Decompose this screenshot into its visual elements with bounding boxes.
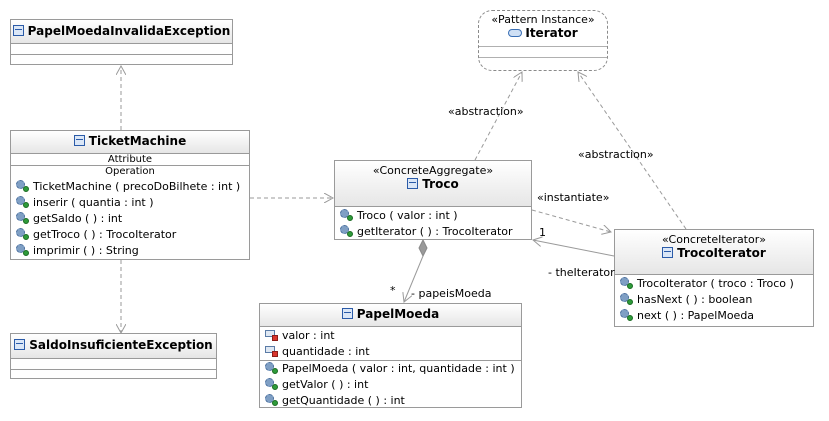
operation[interactable]: getValor ( ) : int (260, 377, 521, 393)
operation[interactable]: PapelMoeda ( valor : int, quantidade : i… (260, 361, 521, 377)
stereotype-label: «Pattern Instance» (491, 13, 595, 26)
stereotype-label: «ConcreteIterator» (662, 233, 766, 246)
class-ticket-machine[interactable]: TicketMachine Attribute Operation Ticket… (10, 130, 250, 260)
class-name: TicketMachine (88, 134, 187, 148)
public-operation-icon (340, 209, 353, 221)
operation[interactable]: getSaldo ( ) : int (11, 211, 249, 227)
operation[interactable]: Troco ( valor : int ) (335, 208, 531, 224)
public-operation-icon (16, 196, 29, 208)
attribute[interactable]: valor : int (260, 328, 521, 344)
class-icon (73, 135, 85, 146)
class-name: Troco (422, 177, 459, 191)
class-icon (341, 308, 353, 319)
operations-section: Troco ( valor : int ) getIterator ( ) : … (335, 207, 531, 240)
operation[interactable]: TicketMachine ( precoDoBilhete : int ) (11, 179, 249, 195)
composition-troco-papelmoeda (404, 255, 424, 302)
pattern-instance-iterator[interactable]: «Pattern Instance» Iterator (478, 10, 608, 71)
operation[interactable]: getTroco ( ) : TrocoIterator (11, 227, 249, 243)
operations-section (11, 370, 216, 378)
composition-diamond (418, 238, 428, 258)
operation[interactable]: getQuantidade ( ) : int (260, 393, 521, 409)
attributes-section (11, 359, 216, 370)
attributes-section (11, 44, 232, 55)
operation[interactable]: hasNext ( ) : boolean (615, 292, 813, 308)
private-field-icon (265, 329, 278, 341)
role-the-iterator-label: - theIterator (548, 266, 615, 279)
attribute[interactable]: quantidade : int (260, 344, 521, 360)
stereotype-label: «ConcreteAggregate» (372, 164, 494, 177)
public-operation-icon (16, 228, 29, 240)
class-papel-moeda[interactable]: PapelMoeda valor : int quantidade : int … (259, 303, 522, 408)
class-icon (662, 247, 674, 258)
pattern-icon (508, 29, 523, 37)
class-name: PapelMoedaInvalidaException (27, 24, 231, 38)
class-papel-moeda-invalida-exception[interactable]: PapelMoedaInvalidaException (10, 19, 233, 65)
operation[interactable]: getIterator ( ) : TrocoIterator (335, 224, 531, 240)
section-title: Attribute (107, 154, 153, 165)
public-operation-icon (340, 225, 353, 237)
association-trocoiterator-troco (533, 240, 615, 257)
multiplicity-many-label: * (390, 284, 396, 297)
section-title: Operation (105, 166, 155, 177)
attributes-section: Attribute (11, 154, 249, 166)
class-saldo-insuficiente-exception[interactable]: SaldoInsuficienteException (10, 333, 217, 379)
public-operation-icon (265, 362, 278, 374)
abstraction-label-troco: «abstraction» (448, 105, 524, 118)
operations-section (11, 55, 232, 64)
private-field-icon (265, 345, 278, 357)
pattern-section (479, 47, 607, 58)
multiplicity-one-label: 1 (539, 226, 546, 239)
public-operation-icon (16, 244, 29, 256)
abstraction-label-iterator: «abstraction» (578, 148, 654, 161)
class-name: TrocoIterator (677, 246, 766, 260)
operation[interactable]: TrocoIterator ( troco : Troco ) (615, 276, 813, 292)
operations-section: TrocoIterator ( troco : Troco ) hasNext … (615, 275, 813, 324)
public-operation-icon (16, 212, 29, 224)
role-papeis-moeda-label: - papeisMoeda (411, 287, 492, 300)
public-operation-icon (265, 394, 278, 406)
public-operation-icon (265, 378, 278, 390)
public-operation-icon (620, 277, 633, 289)
abstraction-troco-iterator (474, 72, 522, 161)
operation[interactable]: inserir ( quantia : int ) (11, 195, 249, 211)
class-troco[interactable]: «ConcreteAggregate» Troco Troco ( valor … (334, 160, 532, 240)
operation[interactable]: next ( ) : PapelMoeda (615, 308, 813, 324)
public-operation-icon (620, 309, 633, 321)
class-name: PapelMoeda (356, 307, 440, 321)
public-operation-icon (620, 293, 633, 305)
abstraction-trocoiterator-iterator (578, 72, 687, 230)
pattern-name: Iterator (525, 26, 578, 40)
class-icon (14, 339, 26, 350)
class-troco-iterator[interactable]: «ConcreteIterator» TrocoIterator TrocoIt… (614, 229, 814, 327)
operations-section: PapelMoeda ( valor : int, quantidade : i… (260, 361, 521, 409)
attributes-section: valor : int quantidade : int (260, 327, 521, 361)
operation[interactable]: imprimir ( ) : String (11, 243, 249, 259)
class-icon (12, 25, 24, 36)
public-operation-icon (16, 180, 29, 192)
operations-section: Operation TicketMachine ( precoDoBilhete… (11, 166, 249, 259)
instantiate-label: «instantiate» (537, 191, 610, 204)
class-icon (407, 178, 419, 189)
class-name: SaldoInsuficienteException (29, 338, 213, 352)
